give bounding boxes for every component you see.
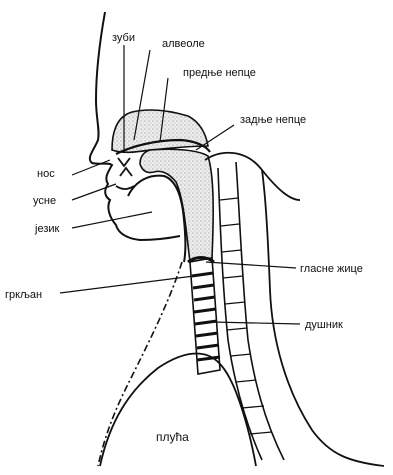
label-vocal-cords: гласне жице xyxy=(300,263,363,275)
label-alveoli: алвеоле xyxy=(162,38,205,50)
pharynx-airway xyxy=(140,149,213,262)
label-trachea: душник xyxy=(305,319,343,331)
tongue-shape xyxy=(128,176,186,262)
neck-outline xyxy=(262,170,384,466)
label-soft-palate: задње непце xyxy=(240,114,306,126)
pointer-lips xyxy=(72,184,116,200)
label-teeth: зуби xyxy=(112,32,135,44)
upper-teeth xyxy=(118,158,132,176)
label-nose: нос xyxy=(37,168,55,180)
pointer-trachea xyxy=(212,322,300,324)
label-hard-palate: предње непце xyxy=(183,67,256,79)
nasal-cavity xyxy=(112,110,208,152)
lower-lip xyxy=(116,186,134,189)
pointer-tongue xyxy=(72,212,152,228)
label-lungs: плућа xyxy=(156,430,189,444)
lung-outline xyxy=(100,354,256,466)
label-lips: усне xyxy=(33,195,56,207)
pointer-larynx xyxy=(60,276,194,293)
label-tongue: језик xyxy=(34,223,60,235)
label-larynx: гркљан xyxy=(5,289,42,301)
spine-front-line xyxy=(218,168,262,460)
pointer-vocal-cords xyxy=(206,262,296,268)
